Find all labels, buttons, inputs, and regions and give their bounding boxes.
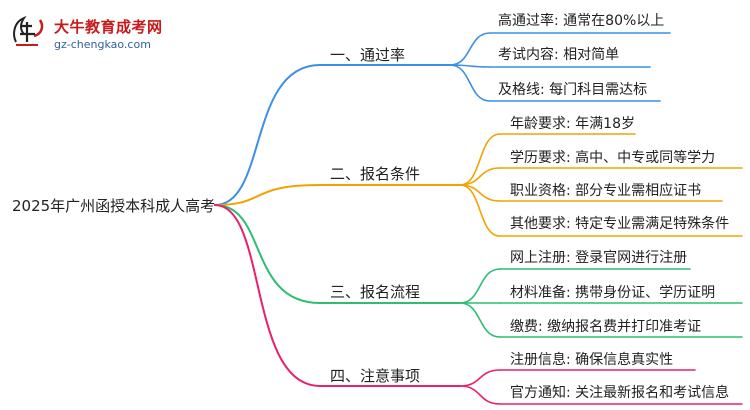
branch-requirements: 二、报名条件: [330, 165, 421, 183]
leaf-payment: 缴费: 缴纳报名费并打印准考证: [510, 319, 702, 335]
leaf-connector: [459, 184, 501, 237]
leaf-connector: [459, 385, 501, 405]
branch-pass-rate: 一、通过率: [330, 46, 406, 64]
leaf-age: 年龄要求: 年满18岁: [510, 116, 635, 132]
leaf-register: 网上注册: 登录官网进行注册: [510, 250, 688, 266]
leaf-registration-info: 注册信息: 确保信息真实性: [510, 352, 674, 368]
logo-title: 大牛教育成考网: [54, 18, 163, 36]
leaf-connector: [459, 302, 501, 338]
leaf-connector: [459, 133, 501, 186]
site-logo: 大牛教育成考网 gz-chengkao.com: [8, 12, 178, 58]
leaf-official-notice: 官方通知: 关注最新报名和考试信息: [510, 385, 730, 401]
branch-connector: [214, 64, 321, 206]
bull-logo-icon: [13, 15, 44, 46]
leaf-other: 其他要求: 特定专业需满足特殊条件: [510, 216, 730, 232]
branch-connector: [214, 204, 321, 387]
leaf-pass-rate: 高通过率: 通常在80%以上: [498, 13, 665, 29]
branch-process: 三、报名流程: [330, 283, 421, 301]
leaf-qualification: 职业资格: 部分专业需相应证书: [510, 183, 702, 199]
leaf-connector: [459, 369, 501, 387]
leaf-connector: [459, 268, 501, 304]
leaf-materials: 材料准备: 携带身份证、学历证明: [510, 285, 716, 301]
leaf-connector: [459, 167, 501, 186]
leaf-exam-content: 考试内容: 相对简单: [498, 47, 620, 63]
leaf-connector: [449, 64, 491, 102]
logo-url: gz-chengkao.com: [54, 38, 151, 51]
leaf-passing-line: 及格线: 每门科目需达标: [498, 82, 648, 98]
branch-connector: [214, 204, 321, 304]
root-topic: 2025年广州函授本科成人高考: [12, 197, 216, 215]
leaf-connector: [449, 32, 491, 66]
branch-notes: 四、注意事项: [330, 367, 421, 385]
branch-connector: [214, 184, 321, 206]
leaf-education: 学历要求: 高中、中专或同等学力: [510, 150, 716, 166]
